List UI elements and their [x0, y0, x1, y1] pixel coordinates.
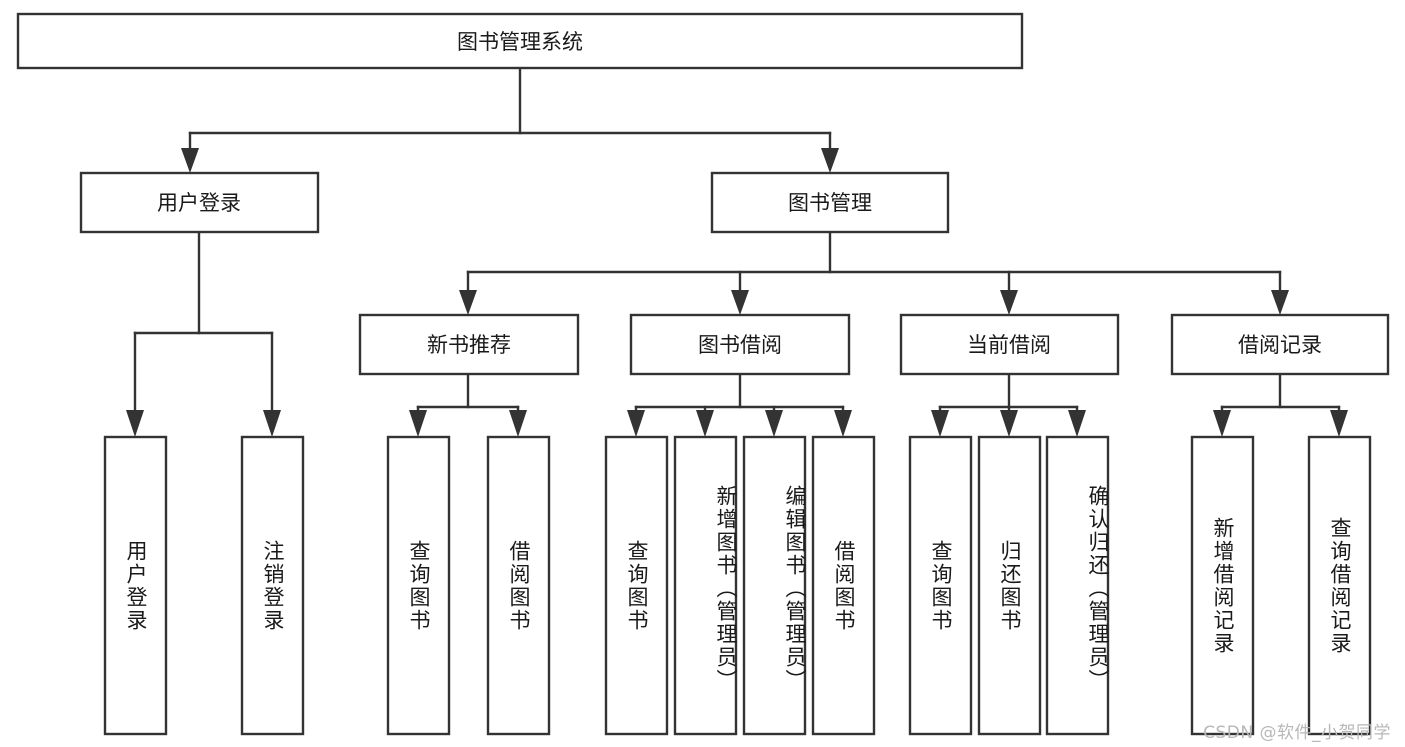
node-box-user-login[interactable]: [79, 171, 320, 234]
node-box-new-book-recommend[interactable]: [358, 313, 580, 376]
arrowhead-book-management: [821, 148, 839, 173]
node-box-leaf-add-book[interactable]: [673, 435, 738, 736]
arrowhead-leaf-query-book-1: [409, 410, 427, 437]
arrowhead-leaf-edit-book: [765, 410, 783, 437]
arrowhead-leaf-add-book: [696, 410, 714, 437]
node-box-leaf-query-book-1[interactable]: [386, 435, 451, 736]
node-box-leaf-query-record[interactable]: [1307, 435, 1372, 736]
node-box-leaf-borrow-book-1[interactable]: [486, 435, 551, 736]
node-box-leaf-user-login[interactable]: [103, 435, 168, 736]
arrowhead-current-borrow: [1000, 290, 1018, 315]
node-book-borrow[interactable]: 图书借阅: [629, 313, 851, 376]
node-book-management-system[interactable]: 图书管理系统: [16, 12, 1024, 70]
arrowhead-new-book-recommend: [459, 290, 477, 315]
node-box-leaf-query-book-2[interactable]: [604, 435, 669, 736]
csdn-watermark: CSDN @软件_小贺同学: [1203, 723, 1391, 743]
node-box-book-management[interactable]: [710, 171, 950, 234]
connector-group-user-login: [126, 230, 281, 437]
connector-group-new-book-recommend: [409, 372, 527, 437]
node-box-leaf-borrow-book-2[interactable]: [811, 435, 876, 736]
node-box-leaf-add-record[interactable]: [1190, 435, 1255, 736]
arrowhead-user-login: [181, 148, 199, 173]
arrowhead-leaf-return-book: [1000, 410, 1018, 437]
node-user-login[interactable]: 用户登录: [79, 171, 320, 234]
node-box-current-borrow[interactable]: [899, 313, 1120, 376]
node-book-management[interactable]: 图书管理: [710, 171, 950, 234]
node-box-leaf-return-book[interactable]: [977, 435, 1042, 736]
connector-group-book-management: [459, 230, 1289, 315]
arrowhead-leaf-query-book-2: [627, 410, 645, 437]
arrowhead-book-borrow: [731, 290, 749, 315]
node-box-root[interactable]: [16, 12, 1024, 70]
connector-group-root: [181, 66, 839, 173]
node-label-new-book-recommend: 新书推荐: [427, 333, 511, 357]
node-box-book-borrow[interactable]: [629, 313, 851, 376]
arrowhead-leaf-query-book-3: [931, 410, 949, 437]
arrowhead-leaf-add-record: [1213, 410, 1231, 437]
arrowhead-leaf-logout-login: [263, 410, 281, 437]
arrowhead-leaf-query-record: [1330, 410, 1348, 437]
node-label-current-borrow: 当前借阅: [967, 333, 1051, 357]
node-box-leaf-confirm-return[interactable]: [1045, 435, 1110, 736]
arrowhead-leaf-user-login: [126, 410, 144, 437]
connector-group-current-borrow: [931, 372, 1086, 437]
node-label-book-borrow: 图书借阅: [698, 333, 782, 357]
node-label-book-management: 图书管理: [788, 191, 872, 215]
node-borrow-record[interactable]: 借阅记录: [1170, 313, 1390, 376]
arrowhead-borrow-record: [1271, 290, 1289, 315]
connector-group-book-borrow: [627, 372, 852, 437]
arrowhead-leaf-confirm-return: [1068, 410, 1086, 437]
node-current-borrow[interactable]: 当前借阅: [899, 313, 1120, 376]
node-label-borrow-record: 借阅记录: [1238, 333, 1322, 357]
node-label-user-login: 用户登录: [157, 191, 241, 215]
node-box-borrow-record[interactable]: [1170, 313, 1390, 376]
node-box-leaf-logout-login[interactable]: [240, 435, 305, 736]
node-label-root: 图书管理系统: [457, 30, 583, 54]
connector-group-borrow-record: [1213, 372, 1348, 437]
node-box-leaf-query-book-3[interactable]: [908, 435, 973, 736]
arrowhead-leaf-borrow-book-1: [509, 410, 527, 437]
node-box-leaf-edit-book[interactable]: [742, 435, 807, 736]
node-new-book-recommend[interactable]: 新书推荐: [358, 313, 580, 376]
arrowhead-leaf-borrow-book-2: [834, 410, 852, 437]
